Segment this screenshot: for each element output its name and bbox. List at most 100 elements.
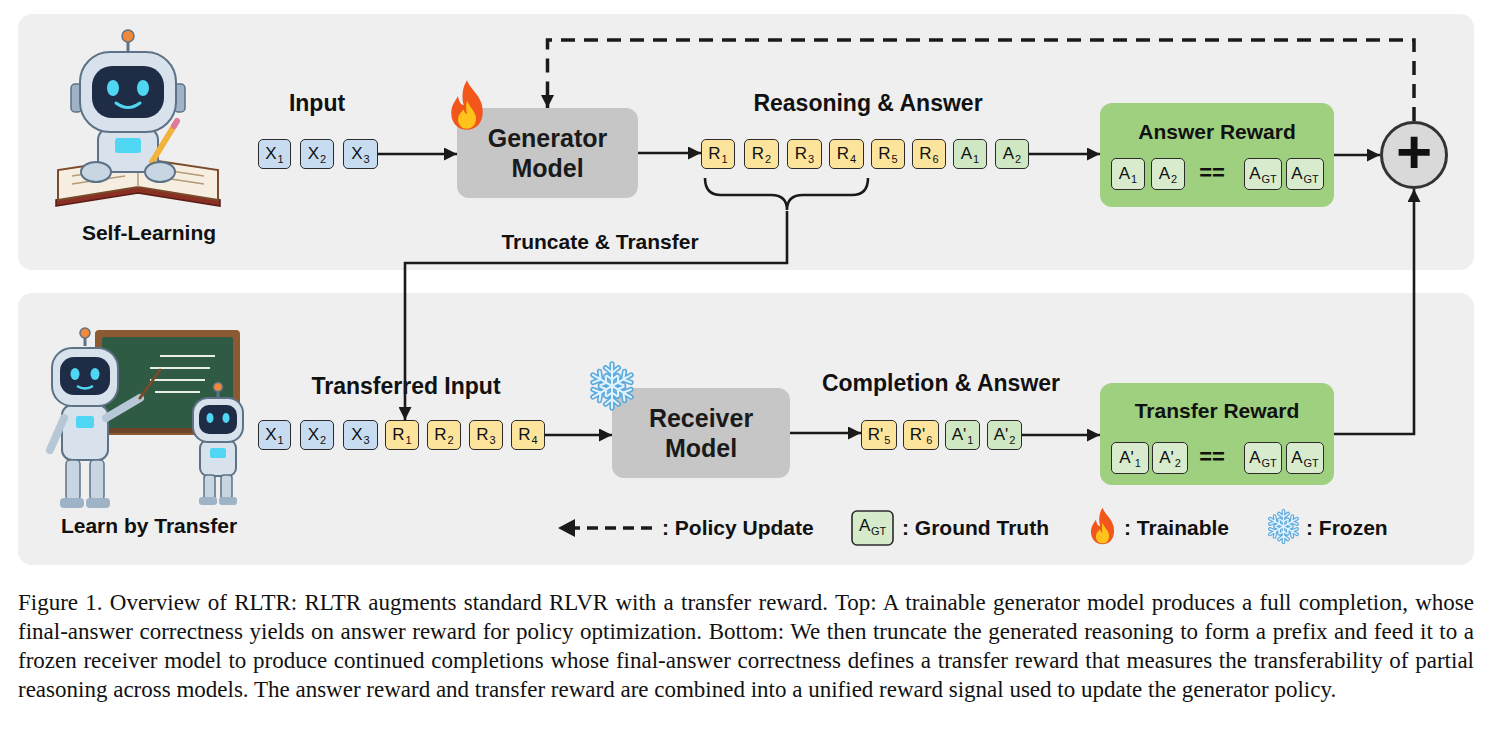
input-token: X3 [343, 139, 378, 169]
model-label: Receiver Model [624, 403, 778, 463]
flow-arrow [790, 432, 861, 435]
student-robot [81, 162, 111, 182]
policy-update-arrow [548, 40, 1415, 121]
token-subscript: 3 [364, 434, 370, 446]
token-symbol: R' [910, 425, 926, 445]
reward-box: Transfer Reward==A'1A'2AGTAGT [1100, 383, 1334, 485]
flow-arrow [1029, 153, 1100, 156]
token-symbol: X [265, 144, 276, 164]
student-robot [174, 121, 177, 126]
panel-heading: Self-Learning [18, 221, 280, 245]
token-symbol: A [1159, 164, 1170, 184]
small-robot [214, 383, 223, 392]
student-robot [127, 40, 130, 55]
token-subscript: 2 [1175, 457, 1181, 469]
teacher-scene [76, 416, 94, 428]
token-subscript: 2 [1015, 153, 1021, 165]
token-symbol: A [1291, 448, 1302, 468]
teacher-scene [71, 368, 80, 380]
reward-token: A2 [1151, 158, 1185, 190]
section-label: Completion & Answer [741, 370, 1141, 396]
flow-arrow [1334, 189, 1414, 434]
small-robot [210, 448, 226, 458]
token-symbol: R [878, 144, 890, 164]
teacher-scene [50, 328, 240, 508]
legend-samples [1268, 511, 1300, 542]
student-robot [72, 158, 204, 187]
student-robot [137, 80, 149, 96]
reward-token: AGT [1286, 158, 1324, 190]
token-symbol: A [1291, 164, 1302, 184]
panel-heading: Learn by Transfer [18, 514, 280, 538]
reward-token: AGT [1244, 442, 1282, 474]
figure-caption: Figure 1. Overview of RLTR: RLTR augment… [18, 588, 1474, 704]
equality-sign: == [1192, 444, 1232, 470]
token-subscript: GT [1304, 457, 1319, 469]
token-subscript: 1 [1131, 173, 1137, 185]
legend-samples [558, 508, 1299, 545]
token-symbol: A' [1119, 448, 1134, 468]
reward-token: AGT [1286, 442, 1324, 474]
legend-samples [1091, 508, 1114, 544]
token-subscript: 1 [278, 434, 284, 446]
reasoning-token: R1 [385, 420, 419, 450]
token-subscript: GT [1262, 457, 1277, 469]
trainable-icon [451, 80, 483, 130]
student-robot [107, 80, 119, 96]
teacher-scene [60, 498, 84, 508]
token-subscript: 1 [722, 153, 728, 165]
token-subscript: 2 [448, 434, 454, 446]
token-subscript: 5 [884, 434, 890, 446]
student-robot [58, 158, 218, 200]
teacher-scene [66, 460, 80, 500]
legend-samples [558, 519, 575, 537]
section-panel: Self-LearningX1X2X3Generator ModelR1R2R3… [18, 14, 1474, 270]
teacher-scene [95, 330, 240, 435]
token-subscript: 2 [1171, 173, 1177, 185]
input-token: X1 [258, 139, 291, 169]
token-subscript: 1 [406, 434, 412, 446]
student-robot [122, 30, 134, 42]
flow-arrow [1022, 434, 1100, 437]
student-robot [92, 66, 164, 118]
student-robot [71, 84, 82, 112]
token-symbol: X [265, 425, 276, 445]
token-symbol: R [476, 425, 488, 445]
flow-arrow [378, 153, 457, 156]
token-symbol: R [434, 425, 446, 445]
teacher-scene [77, 386, 93, 389]
reasoning-token: R3 [469, 420, 503, 450]
student-robot [80, 52, 176, 132]
reasoning-token: R4 [829, 139, 864, 169]
small-robot [207, 413, 214, 423]
token-subscript: 1 [1135, 457, 1141, 469]
token-symbol: A [1249, 448, 1260, 468]
input-token: X1 [258, 420, 291, 450]
student-robot [98, 128, 158, 172]
small-robot [221, 475, 232, 499]
small-robot [199, 497, 217, 505]
input-token: X2 [300, 139, 334, 169]
model-box: Receiver Model [612, 388, 790, 478]
small-robot [219, 497, 237, 505]
token-subscript: 5 [892, 153, 898, 165]
small-robot [217, 390, 220, 398]
flow-arrow [545, 434, 612, 437]
token-symbol: R [837, 144, 849, 164]
token-symbol: A' [994, 425, 1009, 445]
input-token: X2 [300, 420, 334, 450]
student-robot [56, 30, 220, 206]
token-symbol: X [308, 425, 319, 445]
prefix-brace [705, 178, 868, 210]
legend-samples [572, 526, 652, 530]
legend-text: : Trainable [1124, 516, 1229, 540]
reasoning-token: R6 [912, 139, 946, 169]
reasoning-token: R2 [744, 139, 779, 169]
section-label: Input [117, 90, 517, 116]
token-subscript: GT [1262, 173, 1277, 185]
small-robot [193, 383, 243, 506]
teacher-scene [52, 348, 118, 406]
token-symbol: R [392, 425, 404, 445]
token-subscript: 2 [320, 153, 326, 165]
